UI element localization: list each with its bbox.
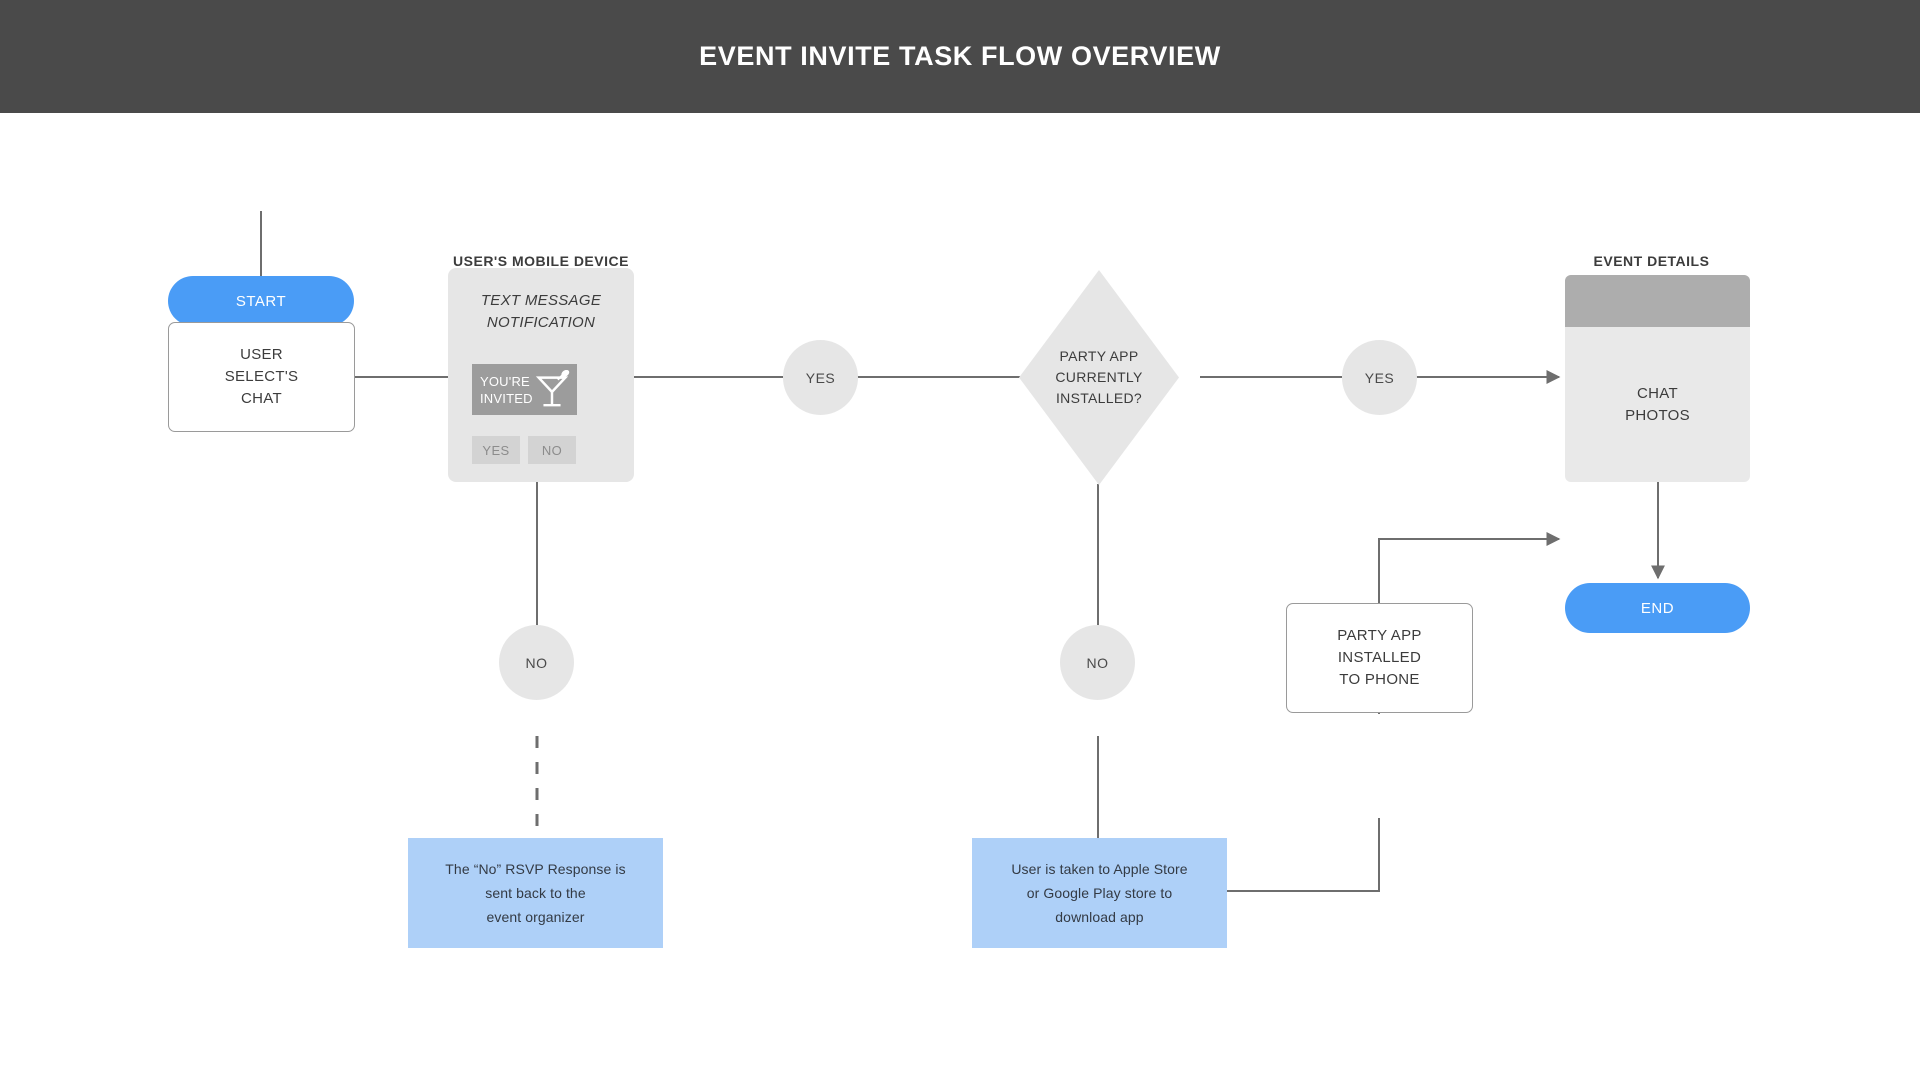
edge-label-notification-yes: YES bbox=[783, 340, 858, 415]
invite-banner[interactable]: YOU'RE INVITED bbox=[472, 364, 577, 415]
phone-no-label: NO bbox=[541, 442, 563, 458]
edge-label-decision-no-text: NO bbox=[1086, 654, 1109, 671]
party-app-installed-node[interactable]: PARTY APP INSTALLED TO PHONE bbox=[1286, 603, 1473, 713]
edge-app-store-to-party-app-installed bbox=[1227, 818, 1380, 892]
header-bar bbox=[0, 0, 1920, 113]
app-store-note-text: User is taken to Apple Store or Google P… bbox=[1011, 861, 1188, 925]
invite-banner-label: YOU'RE INVITED bbox=[480, 373, 533, 406]
phone-yes-button[interactable]: YES bbox=[472, 436, 520, 464]
decision-node[interactable]: PARTY APP CURRENTLY INSTALLED? bbox=[1019, 270, 1179, 485]
app-store-note: User is taken to Apple Store or Google P… bbox=[972, 838, 1227, 948]
user-selects-chat-node[interactable]: USER SELECT'S CHAT bbox=[168, 322, 355, 432]
phone-no-button[interactable]: NO bbox=[528, 436, 576, 464]
event-details-card[interactable]: CHAT PHOTOS bbox=[1565, 275, 1750, 482]
start-node[interactable]: START bbox=[168, 276, 354, 326]
edge-label-decision-yes-text: YES bbox=[1364, 369, 1395, 386]
rsvp-no-note: The “No” RSVP Response is sent back to t… bbox=[408, 838, 663, 948]
start-node-label: START bbox=[235, 292, 287, 310]
decision-node-label: PARTY APP CURRENTLY INSTALLED? bbox=[1055, 348, 1143, 406]
party-app-installed-label: PARTY APP INSTALLED TO PHONE bbox=[1337, 627, 1422, 688]
chat-photos-label: CHAT PHOTOS bbox=[1625, 384, 1690, 424]
edge-label-notification-no-text: NO bbox=[525, 654, 548, 671]
event-details-card-header bbox=[1565, 275, 1750, 327]
page-title: EVENT INVITE TASK FLOW OVERVIEW bbox=[699, 41, 1221, 71]
flowchart-canvas: START USER SELECT'S CHAT USER'S MOBILE D… bbox=[0, 113, 1920, 1080]
end-node[interactable]: END bbox=[1565, 583, 1750, 633]
mobile-device-panel: TEXT MESSAGE NOTIFICATION YOU'RE INVITED… bbox=[448, 268, 634, 482]
edge-label-decision-yes: YES bbox=[1342, 340, 1417, 415]
end-node-label: END bbox=[1640, 599, 1675, 617]
martini-glass-icon bbox=[535, 370, 570, 407]
rsvp-no-note-text: The “No” RSVP Response is sent back to t… bbox=[445, 861, 626, 925]
event-details-caption: EVENT DETAILS bbox=[1593, 253, 1710, 269]
user-selects-chat-label: USER SELECT'S CHAT bbox=[224, 346, 299, 407]
text-message-notification-label: TEXT MESSAGE NOTIFICATION bbox=[480, 292, 602, 331]
edge-label-decision-no: NO bbox=[1060, 625, 1135, 700]
edge-label-notification-no: NO bbox=[499, 625, 574, 700]
edge-label-notification-yes-text: YES bbox=[805, 369, 836, 386]
phone-yes-label: YES bbox=[482, 442, 510, 458]
mobile-device-caption: USER'S MOBILE DEVICE bbox=[453, 253, 629, 269]
